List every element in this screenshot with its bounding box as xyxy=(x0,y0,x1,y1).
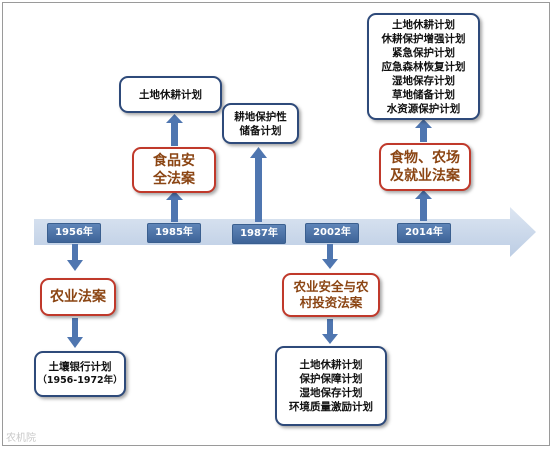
year-label-2014: 2014年 xyxy=(397,223,451,243)
farm-security-act-line-1: 农业安全与农 xyxy=(293,279,369,294)
food-security-act-line-2: 全法案 xyxy=(153,171,195,187)
programs-2014-line-3: 紧急保护计划 xyxy=(392,46,455,59)
programs-2014-line-4: 应急森林恢复计划 xyxy=(381,60,466,73)
land-reserve-line-2: 储备计划 xyxy=(239,124,282,137)
agriculture-act-label: 农业法案 xyxy=(50,289,106,305)
food-farm-jobs-act-line-2: 及就业法案 xyxy=(390,168,460,184)
arrow-food-farm-jobs-act-to-programs xyxy=(415,119,432,142)
land-reserve-line-1: 耕地保护性 xyxy=(234,110,287,123)
arrow-2002-to-farm-security-act xyxy=(322,244,338,269)
programs-2002-line-3: 湿地保存计划 xyxy=(299,387,363,399)
soil-bank-line-1: 土壤银行计划 xyxy=(48,361,112,373)
farm-security-act-box: 农业安全与农 村投资法案 xyxy=(282,273,380,317)
year-label-1956: 1956年 xyxy=(47,223,101,243)
programs-2014-line-1: 土地休耕计划 xyxy=(392,18,455,31)
arrow-farm-security-act-to-programs xyxy=(322,319,338,344)
land-reserve-box: 耕地保护性 储备计划 xyxy=(222,103,299,144)
food-security-act-box: 食品安 全法案 xyxy=(132,147,216,193)
programs-2014-line-2: 休耕保护增强计划 xyxy=(381,32,466,45)
soil-bank-program-box: 土壤银行计划 （1956-1972年） xyxy=(34,351,126,397)
programs-2014-box: 土地休耕计划 休耕保护增强计划 紧急保护计划 应急森林恢复计划 湿地保存计划 草… xyxy=(367,13,480,120)
food-farm-jobs-act-box: 食物、农场 及就业法案 xyxy=(379,143,471,191)
arrow-1987-to-land-reserve xyxy=(250,147,267,222)
arrow-2014-to-food-farm-jobs-act xyxy=(415,190,432,221)
land-fallow-1985-line-1: 土地休耕计划 xyxy=(139,88,202,101)
programs-2014-line-5: 湿地保存计划 xyxy=(392,74,455,87)
arrow-agriculture-act-to-soil-bank xyxy=(67,318,83,348)
diagram-frame xyxy=(2,2,550,446)
farm-security-act-line-2: 村投资法案 xyxy=(299,295,363,310)
land-fallow-1985-box: 土地休耕计划 xyxy=(119,76,222,113)
food-farm-jobs-act-line-1: 食物、农场 xyxy=(390,150,460,166)
programs-2002-line-2: 保护保障计划 xyxy=(299,373,363,385)
year-label-2002: 2002年 xyxy=(305,223,359,243)
soil-bank-line-2: （1956-1972年） xyxy=(37,375,123,386)
programs-2014-line-7: 水资源保护计划 xyxy=(386,102,461,115)
programs-2002-box: 土地休耕计划 保护保障计划 湿地保存计划 环境质量激励计划 xyxy=(275,346,387,426)
year-label-1985: 1985年 xyxy=(147,223,201,243)
food-security-act-line-1: 食品安 xyxy=(153,153,195,169)
year-label-1987: 1987年 xyxy=(232,224,286,244)
programs-2002-line-4: 环境质量激励计划 xyxy=(289,401,373,413)
programs-2002-line-1: 土地休耕计划 xyxy=(299,359,363,371)
agriculture-act-box: 农业法案 xyxy=(40,278,116,316)
arrow-food-security-act-to-land-fallow xyxy=(166,114,183,146)
programs-2014-line-6: 草地储备计划 xyxy=(392,88,455,101)
arrow-1956-to-agriculture-act xyxy=(67,244,83,271)
watermark: 农机院 xyxy=(6,433,36,444)
arrow-1985-to-food-security-act xyxy=(166,191,183,222)
